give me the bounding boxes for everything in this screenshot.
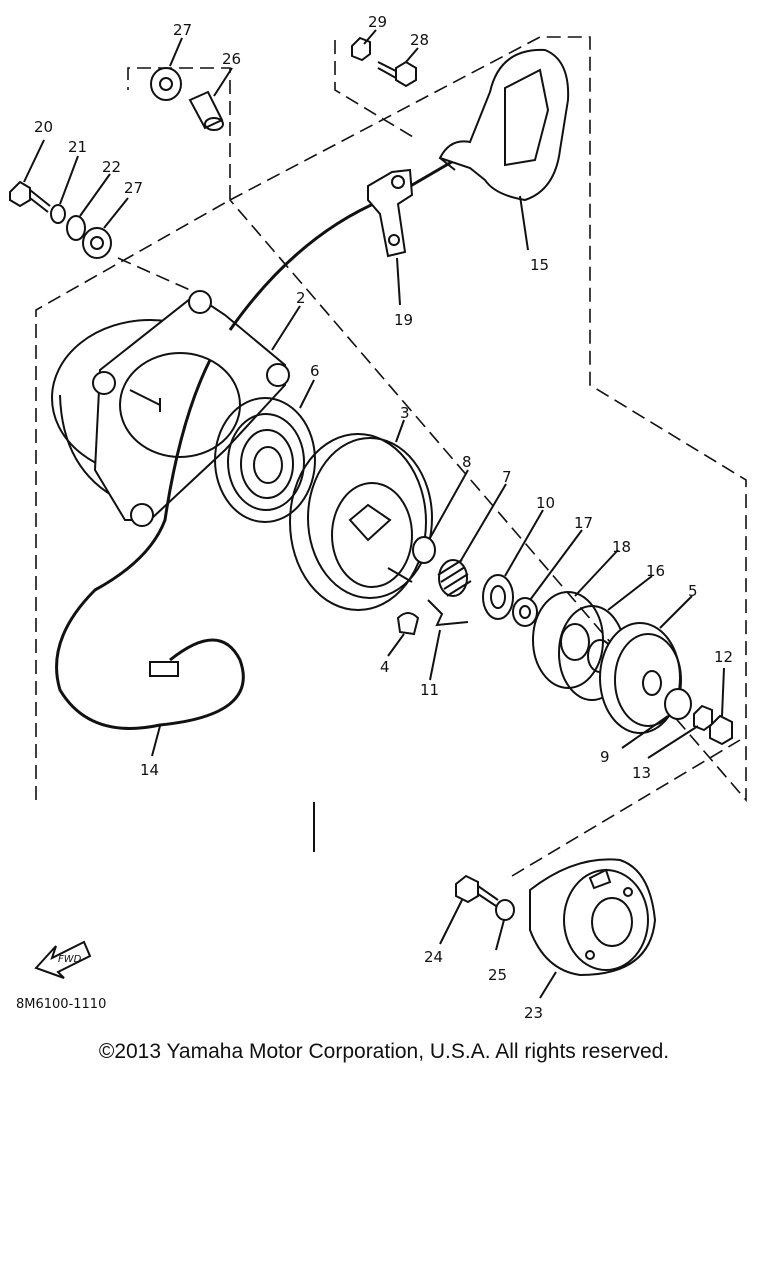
leader-lines xyxy=(23,29,725,999)
callout-14: 14 xyxy=(140,761,159,779)
fwd-arrow-icon: FWD xyxy=(34,940,92,979)
washer-9 xyxy=(664,688,692,720)
callout-4: 4 xyxy=(380,658,390,676)
callout-17: 17 xyxy=(574,514,593,532)
spring-10 xyxy=(482,574,514,620)
callout-28: 28 xyxy=(410,31,429,49)
assembly-boundary-dashed xyxy=(35,36,747,803)
washer-25 xyxy=(495,899,515,921)
starter-rope-cable xyxy=(228,158,456,331)
callout-13: 13 xyxy=(632,764,651,782)
callout-8: 8 xyxy=(462,453,472,471)
spring-11 xyxy=(427,599,469,627)
exploded-parts-diagram: FWD 27 26 29 28 20 21 22 xyxy=(9,13,747,1022)
callout-12: 12 xyxy=(714,648,733,666)
callout-2: 2 xyxy=(296,289,306,307)
drawing-code: 8M6100-1110 xyxy=(16,997,106,1012)
bolt-guide-dashed xyxy=(117,257,191,291)
rope-guide-bracket-19 xyxy=(367,168,414,258)
bolt-24 xyxy=(455,874,499,907)
nut-12 xyxy=(709,714,733,746)
washer-8 xyxy=(412,536,436,564)
callout-27-left: 27 xyxy=(124,179,143,197)
bushing-26 xyxy=(188,90,224,131)
fwd-label: FWD xyxy=(58,954,82,965)
callout-27-top: 27 xyxy=(173,21,192,39)
callout-21: 21 xyxy=(68,138,87,156)
callout-18: 18 xyxy=(612,538,631,556)
collar-17 xyxy=(512,597,538,627)
washer-21 xyxy=(50,204,66,224)
callout-16: 16 xyxy=(646,562,665,580)
callout-15: 15 xyxy=(530,256,549,274)
callout-7: 7 xyxy=(502,468,512,486)
washer-22 xyxy=(66,215,86,241)
cover-guide-dashed xyxy=(511,739,741,877)
callout-3: 3 xyxy=(400,404,410,422)
copyright-notice: ©2013 Yamaha Motor Corporation, U.S.A. A… xyxy=(98,1040,670,1063)
pawl-4 xyxy=(396,612,420,636)
callout-26: 26 xyxy=(222,50,241,68)
starter-handle-15 xyxy=(438,48,570,202)
callout-6: 6 xyxy=(310,362,320,380)
callout-25: 25 xyxy=(488,966,507,984)
collar-27-top xyxy=(150,67,182,101)
spiral-spring xyxy=(214,397,316,523)
callout-19: 19 xyxy=(394,311,413,329)
bolt-20 xyxy=(9,180,51,213)
callout-24: 24 xyxy=(424,948,443,966)
drive-pulley xyxy=(289,433,433,611)
bolt-28 xyxy=(377,60,417,88)
callout-29: 29 xyxy=(368,13,387,31)
rear-cover-23 xyxy=(529,858,657,977)
callout-5: 5 xyxy=(688,582,698,600)
callout-10: 10 xyxy=(536,494,555,512)
collar-27-left xyxy=(82,227,112,259)
callout-20: 20 xyxy=(34,118,53,136)
callout-23: 23 xyxy=(524,1004,543,1022)
callout-11: 11 xyxy=(420,681,439,699)
rope-fitting xyxy=(149,661,179,677)
starter-rope xyxy=(55,359,245,730)
bracket-guide-dashed xyxy=(334,40,419,141)
pulley-cover-5 xyxy=(599,622,682,734)
pawl-guide xyxy=(387,567,413,583)
callout-9: 9 xyxy=(600,748,610,766)
callout-22: 22 xyxy=(102,158,121,176)
spring-7 xyxy=(437,559,472,597)
